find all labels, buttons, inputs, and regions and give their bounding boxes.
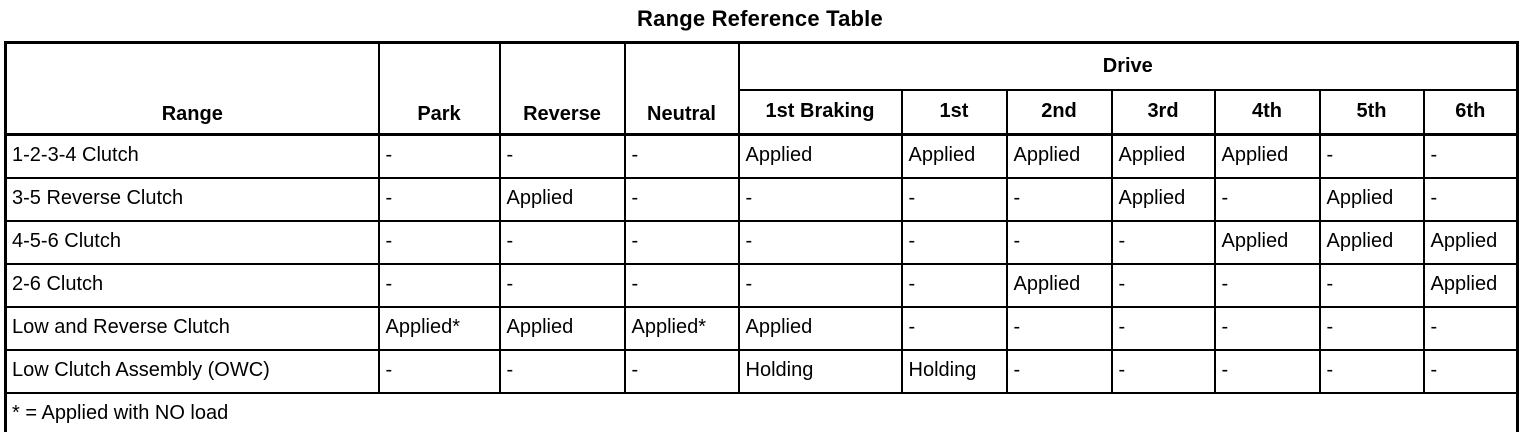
value-cell: Applied — [1005, 263, 1113, 308]
value-cell: - — [623, 133, 740, 179]
value-cell: - — [1422, 177, 1519, 222]
value-cell: - — [900, 306, 1008, 351]
value-cell: - — [1318, 263, 1425, 308]
value-cell: Applied — [737, 306, 903, 351]
header-row-gears: 1st Braking 1st 2nd 3rd 4th 5th 6th — [6, 88, 1519, 136]
table-body: 1-2-3-4 Clutch - - - Applied Applied App… — [4, 133, 1519, 432]
table-row: 2-6 Clutch - - - - - Applied - - - Appli… — [4, 263, 1519, 308]
header-cell-4th: 4th — [1213, 88, 1321, 136]
value-cell: Applied — [1422, 220, 1519, 265]
value-cell: - — [1005, 306, 1113, 351]
table-row: Low and Reverse Clutch Applied* Applied … — [4, 306, 1519, 351]
value-cell: - — [1318, 133, 1425, 179]
value-cell: - — [1110, 306, 1216, 351]
value-cell: Applied — [1110, 177, 1216, 222]
value-cell: Applied — [498, 177, 626, 222]
table-row: 4-5-6 Clutch - - - - - - - Applied Appli… — [4, 220, 1519, 265]
value-cell: - — [1318, 306, 1425, 351]
header-cell-6th: 6th — [1422, 88, 1519, 136]
value-cell: Applied — [498, 306, 626, 351]
header-cell-reverse: Reverse — [498, 41, 626, 136]
header-cell-2nd: 2nd — [1005, 88, 1113, 136]
value-cell: - — [1213, 306, 1321, 351]
header-cell-5th: 5th — [1318, 88, 1425, 136]
row-label-cell: 3-5 Reverse Clutch — [4, 177, 380, 222]
value-cell: - — [1318, 349, 1425, 394]
value-cell: Applied* — [377, 306, 501, 351]
value-cell: - — [737, 177, 903, 222]
value-cell: - — [1422, 349, 1519, 394]
value-cell: Applied — [1005, 133, 1113, 179]
value-cell: - — [377, 220, 501, 265]
table-row: 3-5 Reverse Clutch - Applied - - - - App… — [4, 177, 1519, 222]
footnote-row: * = Applied with NO load — [4, 392, 1519, 432]
value-cell: - — [498, 263, 626, 308]
footnote-cell: * = Applied with NO load — [4, 392, 1519, 432]
value-cell: - — [1005, 220, 1113, 265]
value-cell: Applied* — [623, 306, 740, 351]
table-header: Range Park Reverse Neutral Drive 1st Bra… — [4, 41, 1519, 136]
value-cell: Holding — [900, 349, 1008, 394]
table-row: 1-2-3-4 Clutch - - - Applied Applied App… — [4, 133, 1519, 179]
header-cell-park: Park — [377, 41, 501, 136]
value-cell: - — [1213, 349, 1321, 394]
value-cell: - — [1213, 177, 1321, 222]
value-cell: - — [498, 133, 626, 179]
value-cell: - — [498, 349, 626, 394]
value-cell: - — [1005, 177, 1113, 222]
value-cell: - — [623, 177, 740, 222]
row-label-cell: Low Clutch Assembly (OWC) — [4, 349, 380, 394]
value-cell: - — [1110, 263, 1216, 308]
value-cell: - — [498, 220, 626, 265]
value-cell: - — [900, 177, 1008, 222]
value-cell: Applied — [1318, 177, 1425, 222]
value-cell: - — [623, 220, 740, 265]
row-label-cell: 4-5-6 Clutch — [4, 220, 380, 265]
header-cell-1st: 1st — [900, 88, 1008, 136]
value-cell: - — [900, 263, 1008, 308]
row-label-cell: 2-6 Clutch — [4, 263, 380, 308]
value-cell: Applied — [1318, 220, 1425, 265]
header-cell-neutral: Neutral — [623, 41, 740, 136]
value-cell: Holding — [737, 349, 903, 394]
header-cell-range: Range — [4, 41, 380, 136]
value-cell: Applied — [900, 133, 1008, 179]
value-cell: Applied — [1213, 220, 1321, 265]
table-row: Low Clutch Assembly (OWC) - - - Holding … — [4, 349, 1519, 394]
page-title: Range Reference Table — [637, 6, 883, 31]
value-cell: - — [377, 177, 501, 222]
value-cell: - — [900, 220, 1008, 265]
value-cell: - — [1422, 133, 1519, 179]
value-cell: - — [1110, 220, 1216, 265]
range-reference-table: Range Park Reverse Neutral Drive 1st Bra… — [4, 41, 1520, 432]
value-cell: - — [1422, 306, 1519, 351]
value-cell: - — [1213, 263, 1321, 308]
header-row-groups: Range Park Reverse Neutral Drive — [4, 41, 1519, 136]
value-cell: Applied — [1110, 133, 1216, 179]
value-cell: Applied — [737, 133, 903, 179]
value-cell: - — [1110, 349, 1216, 394]
value-cell: - — [377, 263, 501, 308]
header-cell-1st-braking: 1st Braking — [737, 88, 903, 136]
value-cell: Applied — [1213, 133, 1321, 179]
value-cell: - — [737, 220, 903, 265]
value-cell: Applied — [1422, 263, 1519, 308]
row-label-cell: Low and Reverse Clutch — [4, 306, 380, 351]
row-label-cell: 1-2-3-4 Clutch — [4, 133, 380, 179]
header-cell-3rd: 3rd — [1110, 88, 1216, 136]
value-cell: - — [737, 263, 903, 308]
value-cell: - — [623, 263, 740, 308]
value-cell: - — [377, 349, 501, 394]
value-cell: - — [623, 349, 740, 394]
header-cell-drive-group: Drive — [737, 41, 1519, 91]
value-cell: - — [377, 133, 501, 179]
value-cell: - — [1005, 349, 1113, 394]
